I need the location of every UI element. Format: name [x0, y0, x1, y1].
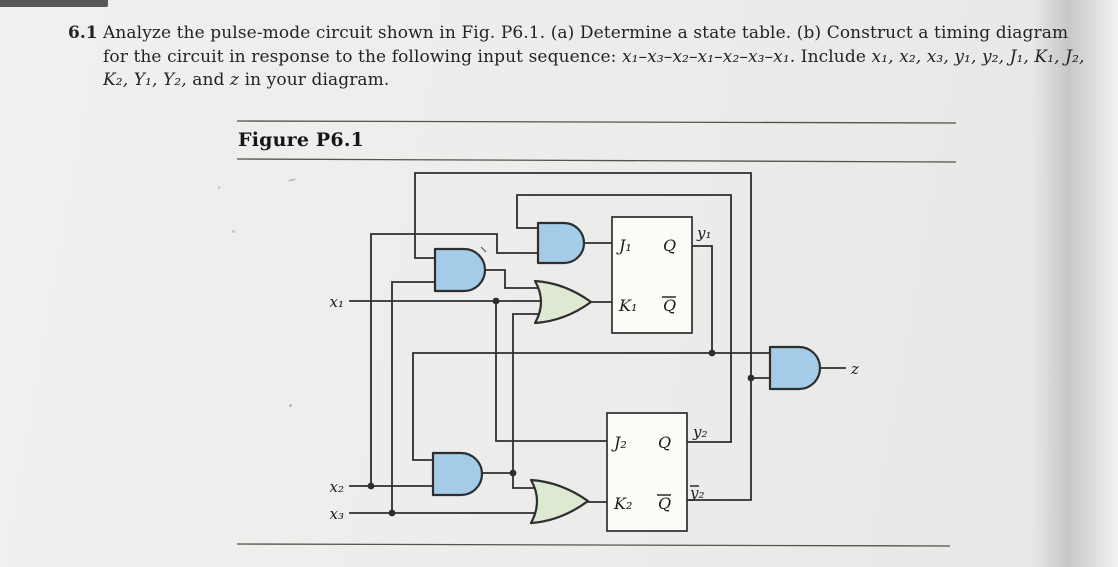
ff2-q-pin-label: Q	[658, 433, 671, 452]
figure-rule-bottom	[236, 543, 951, 547]
junction-ybar2	[747, 374, 755, 382]
y1-output-label: y₁	[696, 224, 712, 242]
y2-output-label: y₂	[692, 423, 708, 441]
problem-line-1: Analyze the pulse-mode circuit shown in …	[103, 22, 1085, 46]
input-sequence: x₁–x₃–x₂–x₁–x₂–x₃–x₁	[621, 46, 790, 67]
x2-input-label: x₂	[330, 478, 344, 496]
line3-plain: and	[186, 70, 230, 90]
and-gate-j1	[536, 221, 586, 265]
figure-title: Figure P6.1	[238, 129, 365, 151]
junction-andD-out	[509, 469, 517, 477]
jk-flipflop-2	[606, 412, 688, 532]
signal-list: x₁, x₂, x₃, y₁, y₂, J₁, K₁, J₂,	[871, 46, 1085, 67]
figure-rule-top	[236, 120, 957, 124]
ff2-j-pin-label: J₂	[611, 433, 627, 452]
junction-y1	[708, 349, 716, 357]
jk-flipflop-1	[611, 216, 693, 334]
problem-line-1-text: Analyze the pulse-mode circuit shown in …	[103, 23, 1069, 43]
figure-rule-under-title	[236, 158, 957, 163]
scan-artifact-tick	[480, 246, 487, 253]
ff2-k-pin-label: K₂	[613, 494, 632, 513]
scan-artifact-top-crop	[0, 0, 108, 7]
ff1-k-pin-label: K₁	[618, 296, 637, 315]
or-gate-k1	[533, 279, 593, 325]
ybar2-output-label: y₂	[689, 484, 705, 502]
problem-line-3: K₂, Y₁, Y₂, and z in your diagram.	[103, 69, 1085, 93]
z-output-label: z	[850, 360, 859, 378]
scan-artifact	[218, 186, 220, 189]
wire-andD-down-to-or	[512, 472, 538, 489]
problem-statement: 6.1 Analyze the pulse-mode circuit shown…	[68, 22, 1085, 93]
or-gate-k2	[529, 478, 590, 525]
junction-x2	[367, 482, 375, 490]
x3-input-label: x₃	[330, 505, 344, 523]
ff1-qbar-pin-label: Q	[663, 296, 676, 315]
ff1-j-pin-label: J₁	[616, 236, 632, 255]
wire-x3-up-branch	[391, 281, 436, 514]
wire-y1-out	[691, 245, 713, 354]
ff1-q-pin-label: Q	[663, 236, 676, 255]
and-gate-y1-x2	[431, 451, 484, 497]
line2-plain: for the circuit in response to the follo…	[103, 46, 622, 67]
and-gate-z	[768, 345, 822, 391]
wire-x1-to-j2	[495, 300, 611, 442]
wire-andA-to-or	[484, 269, 542, 289]
wire-y2-feedback	[516, 194, 732, 443]
and-gate-x3-ybar2	[433, 247, 487, 293]
line2-plain2: . Include	[789, 46, 872, 67]
line3-plain2: in your diagram.	[239, 70, 390, 90]
junction-x1	[492, 297, 500, 305]
signal-list-2: K₂, Y₁, Y₂,	[103, 70, 187, 90]
scan-artifact	[289, 404, 292, 407]
x1-input-label: x₁	[330, 293, 344, 311]
wire-andD-up-to-or	[512, 313, 542, 474]
junction-x3	[388, 509, 396, 517]
wire-y1-line	[412, 352, 771, 461]
z-symbol: z	[230, 70, 240, 90]
ff2-qbar-pin-label: Q	[658, 494, 671, 513]
wire-x2-up-branch	[370, 233, 539, 487]
problem-number: 6.1	[68, 23, 98, 43]
page-gutter-shadow	[1032, 0, 1118, 567]
problem-text: Analyze the pulse-mode circuit shown in …	[103, 22, 1085, 93]
wire-ybar2-feedback	[414, 172, 752, 501]
scan-artifact	[232, 230, 235, 233]
problem-line-2: for the circuit in response to the follo…	[103, 46, 1085, 70]
